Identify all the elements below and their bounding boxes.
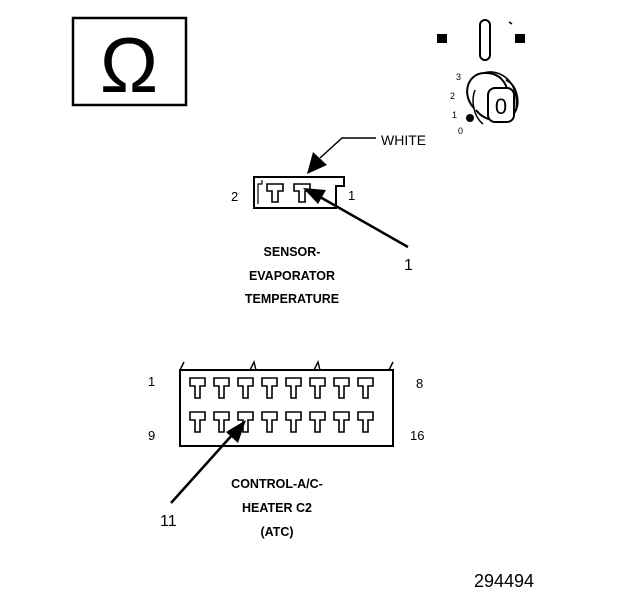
sensor-pin-1 [293,183,311,203]
control-pin-9 [189,411,206,433]
sensor-pin-label-1: 1 [348,188,355,203]
control-pin-7 [333,377,350,399]
control-pin-label-16: 16 [410,428,424,443]
control-pin-10 [213,411,230,433]
ignition-key-icon: 0 3 2 1 0 [437,19,525,136]
control-pin-label-8: 8 [416,376,423,391]
ignition-position-2: 2 [450,91,455,101]
control-name-line-3: (ATC) [260,525,293,539]
control-pin-6 [309,377,326,399]
control-pin-14 [309,411,326,433]
sensor-name-line-1: SENSOR- [264,245,321,259]
control-pin-8 [357,377,374,399]
ohm-symbol: Ω [100,21,158,109]
control-pin-1 [189,377,206,399]
sensor-callout-number: 1 [404,257,413,274]
control-connector-pins [189,377,374,433]
control-connector-c2: 1 8 9 16 [148,359,424,447]
control-pin-11 [237,411,254,433]
sensor-name-line-3: TEMPERATURE [245,292,339,306]
ignition-position-1: 1 [452,110,457,120]
control-callout-arrow: 11 [160,420,246,530]
ohmmeter-icon: Ω [71,16,188,109]
wire-color-callout: WHITE [307,132,426,174]
sensor-pin-2 [266,183,284,203]
control-pin-12 [261,411,278,433]
sensor-name-line-2: EVAPORATOR [249,269,335,283]
control-pin-3 [237,377,254,399]
control-pin-13 [285,411,302,433]
control-pin-4 [261,377,278,399]
control-pin-label-9: 9 [148,428,155,443]
wire-color-label: WHITE [381,132,426,148]
ignition-position-0: 0 [458,126,463,136]
control-pin-2 [213,377,230,399]
sensor-pin-label-2: 2 [231,189,238,204]
key-position-label: 0 [495,94,507,119]
control-name-line-1: CONTROL-A/C- [231,477,323,491]
control-pin-16 [357,411,374,433]
control-pin-15 [333,411,350,433]
sensor-connector: 2 1 [231,176,355,209]
control-pin-label-1: 1 [148,374,155,389]
figure-number: 294494 [474,571,534,591]
sensor-callout-arrow: 1 [303,188,413,274]
ignition-position-3: 3 [456,72,461,82]
control-pin-5 [285,377,302,399]
control-name-line-2: HEATER C2 [242,501,312,515]
control-callout-number: 11 [160,513,177,530]
